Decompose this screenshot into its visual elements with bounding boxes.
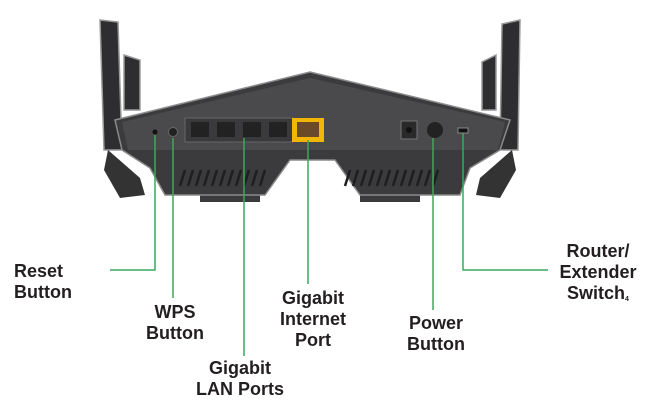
label-text: Switch <box>567 283 626 303</box>
lan-port-1 <box>191 122 209 137</box>
lan-port-2 <box>217 122 235 137</box>
antennas <box>99 19 521 151</box>
antenna-right-inner <box>481 53 497 111</box>
label-line: Button <box>407 334 465 354</box>
reset-button <box>152 129 158 135</box>
reset-button-label: Reset Button <box>14 261 108 303</box>
label-line: LAN Ports <box>195 379 284 399</box>
label-line: Internet <box>279 309 346 329</box>
lan-ports-label: Gigabit LAN Ports <box>185 358 295 400</box>
label-line: Reset <box>14 261 64 281</box>
label-line: Gigabit <box>209 358 271 378</box>
left-leg <box>104 150 145 198</box>
switch-leader <box>462 133 548 271</box>
wps-button <box>168 127 178 137</box>
leader-lines <box>110 133 548 356</box>
internet-port-socket <box>297 122 319 137</box>
label-line: Extender <box>559 262 637 282</box>
antenna-left-inner <box>123 53 141 111</box>
label-line: Power <box>408 313 464 333</box>
vents <box>178 169 440 187</box>
label-line: Switch4 <box>548 283 648 310</box>
wps-button-label: WPS Button <box>130 302 220 344</box>
router-extender-switch <box>457 127 469 134</box>
power-button-label: Power Button <box>390 313 482 355</box>
label-line: Button <box>14 282 72 302</box>
footnote-marker: 4 <box>625 296 629 303</box>
right-leg <box>476 150 516 198</box>
label-line: Router/ <box>566 241 630 261</box>
lan-port-4 <box>269 122 287 137</box>
power-button <box>427 122 443 138</box>
lan-port-3 <box>243 122 261 137</box>
label-line: Button <box>146 323 204 343</box>
label-line: Port <box>295 330 331 350</box>
internet-port-label: Gigabit Internet Port <box>263 288 363 351</box>
label-line: Gigabit <box>282 288 344 308</box>
reset-leader <box>110 135 156 271</box>
label-line: WPS <box>154 302 196 322</box>
router-extender-switch-label: Router/ Extender Switch4 <box>548 241 648 310</box>
